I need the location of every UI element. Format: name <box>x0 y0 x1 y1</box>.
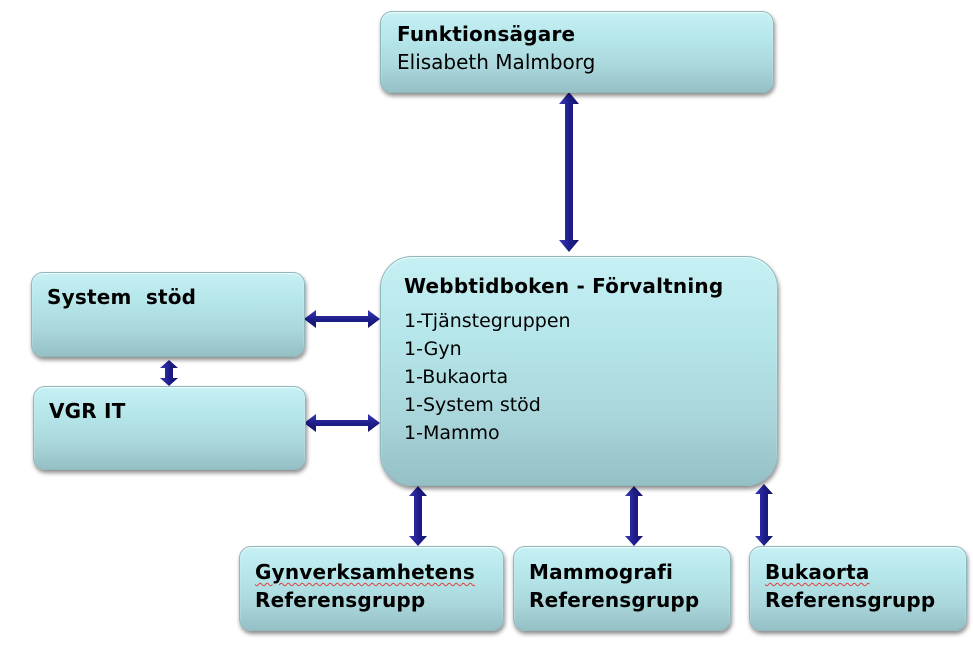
bukaorta-ref-line1: Bukaorta <box>765 560 870 584</box>
system-stod-title: System stöd <box>47 285 197 309</box>
main-title: Webbtidboken - Förvaltning <box>404 274 724 298</box>
main-item: 1-System stöd <box>404 394 541 416</box>
owner-box: Funktionsägare Elisabeth Malmborg <box>380 11 774 93</box>
mammo-ref-line1: Mammografi <box>529 560 674 584</box>
main-item: 1-Mammo <box>404 422 500 444</box>
arrow-main-gynref <box>409 486 427 546</box>
gyn-referensgrupp-box: Gynverksamhetens Referensgrupp <box>239 546 504 631</box>
arrow-main-bukaortaref <box>755 484 773 546</box>
main-item: 1-Tjänstegruppen <box>404 310 571 332</box>
vgr-it-title: VGR IT <box>49 399 126 423</box>
main-item: 1-Bukaorta <box>404 366 509 388</box>
mammo-ref-line2: Referensgrupp <box>529 588 700 612</box>
gyn-ref-line1: Gynverksamhetens <box>255 560 475 584</box>
gyn-ref-line2: Referensgrupp <box>255 588 426 612</box>
arrow-systemstod-main <box>304 310 380 328</box>
main-items: 1-Tjänstegruppen 1-Gyn 1-Bukaorta 1-Syst… <box>404 307 571 447</box>
system-stod-box: System stöd <box>31 272 305 357</box>
arrow-systemstod-vgrit <box>160 360 178 386</box>
bukaorta-ref-line2: Referensgrupp <box>765 588 936 612</box>
main-item: 1-Gyn <box>404 338 462 360</box>
owner-name: Elisabeth Malmborg <box>397 50 596 74</box>
owner-title: Funktionsägare <box>397 22 576 46</box>
main-box: Webbtidboken - Förvaltning 1-Tjänstegrup… <box>380 256 778 486</box>
arrow-vgrit-main <box>304 414 380 432</box>
arrow-main-mammoref <box>625 486 643 546</box>
vgr-it-box: VGR IT <box>33 386 306 470</box>
bukaorta-referensgrupp-box: Bukaorta Referensgrupp <box>749 546 967 631</box>
mammografi-referensgrupp-box: Mammografi Referensgrupp <box>513 546 731 631</box>
arrow-owner-main <box>559 92 579 252</box>
